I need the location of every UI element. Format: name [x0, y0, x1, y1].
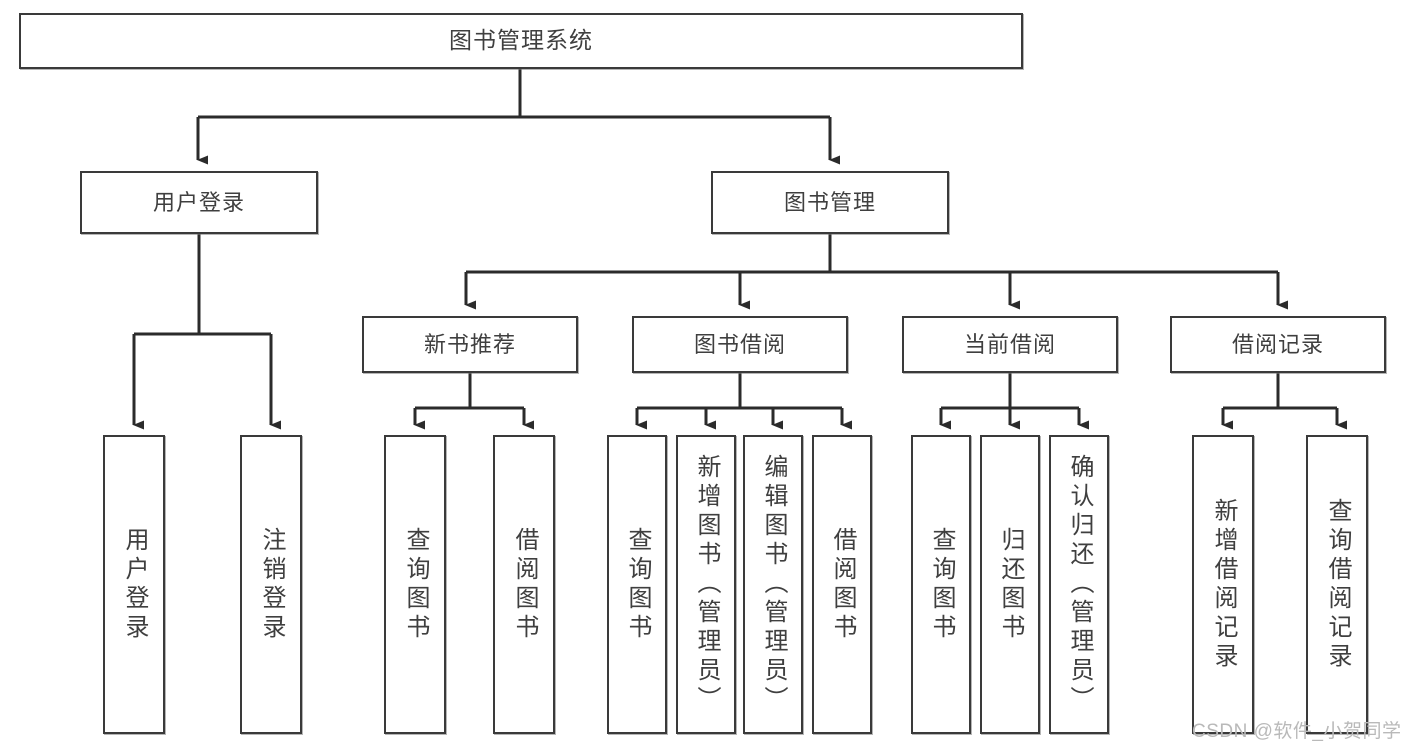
node-label: 图书管理系统 — [449, 27, 593, 54]
leaf-current-confirm-return-admin[interactable]: 确认归还（管理员） — [1049, 435, 1109, 734]
node-label: 借阅图书 — [829, 526, 856, 643]
node-label: 归还图书 — [997, 526, 1024, 643]
leaf-borrow-add-book-admin[interactable]: 新增图书（管理员） — [676, 435, 736, 734]
leaf-user-login-logout[interactable]: 注销登录 — [240, 435, 302, 734]
leaf-borrow-query-book[interactable]: 查询图书 — [607, 435, 667, 734]
node-borrow-record[interactable]: 借阅记录 — [1170, 316, 1386, 373]
csdn-watermark: CSDN @软件_小贺同学 — [1192, 721, 1402, 742]
node-user-login[interactable]: 用户登录 — [80, 171, 318, 234]
node-new-book-recommend[interactable]: 新书推荐 — [362, 316, 578, 373]
node-label: 新增借阅记录 — [1210, 497, 1237, 672]
leaf-current-query-book[interactable]: 查询图书 — [911, 435, 971, 734]
node-book-management[interactable]: 图书管理 — [711, 171, 949, 234]
leaf-borrow-borrow-book[interactable]: 借阅图书 — [812, 435, 872, 734]
node-current-borrow[interactable]: 当前借阅 — [902, 316, 1118, 373]
node-label: 当前借阅 — [963, 331, 1056, 357]
node-label: 新书推荐 — [423, 331, 516, 357]
node-label: 注销登录 — [258, 526, 285, 643]
node-label: 查询图书 — [402, 526, 429, 643]
leaf-borrow-edit-book-admin[interactable]: 编辑图书（管理员） — [743, 435, 803, 734]
node-label: 用户登录 — [152, 189, 245, 215]
node-label: 查询图书 — [928, 526, 955, 643]
leaf-record-add-record[interactable]: 新增借阅记录 — [1192, 435, 1254, 734]
node-label: 图书管理 — [783, 189, 876, 215]
leaf-new-book-borrow[interactable]: 借阅图书 — [493, 435, 555, 734]
node-label: 查询图书 — [624, 526, 651, 643]
node-label: 用户登录 — [121, 526, 148, 643]
leaf-user-login-login[interactable]: 用户登录 — [103, 435, 165, 734]
node-label: 确认归还（管理员） — [1066, 454, 1093, 715]
leaf-record-query-record[interactable]: 查询借阅记录 — [1306, 435, 1368, 734]
node-label: 查询借阅记录 — [1324, 497, 1351, 672]
node-label: 新增图书（管理员） — [693, 454, 720, 715]
node-label: 借阅记录 — [1231, 331, 1324, 357]
node-book-management-system[interactable]: 图书管理系统 — [19, 13, 1023, 69]
leaf-new-book-query[interactable]: 查询图书 — [384, 435, 446, 734]
node-book-borrow[interactable]: 图书借阅 — [632, 316, 848, 373]
leaf-current-return-book[interactable]: 归还图书 — [980, 435, 1040, 734]
node-label: 图书借阅 — [693, 331, 786, 357]
node-label: 借阅图书 — [511, 526, 538, 643]
node-label: 编辑图书（管理员） — [760, 454, 787, 715]
